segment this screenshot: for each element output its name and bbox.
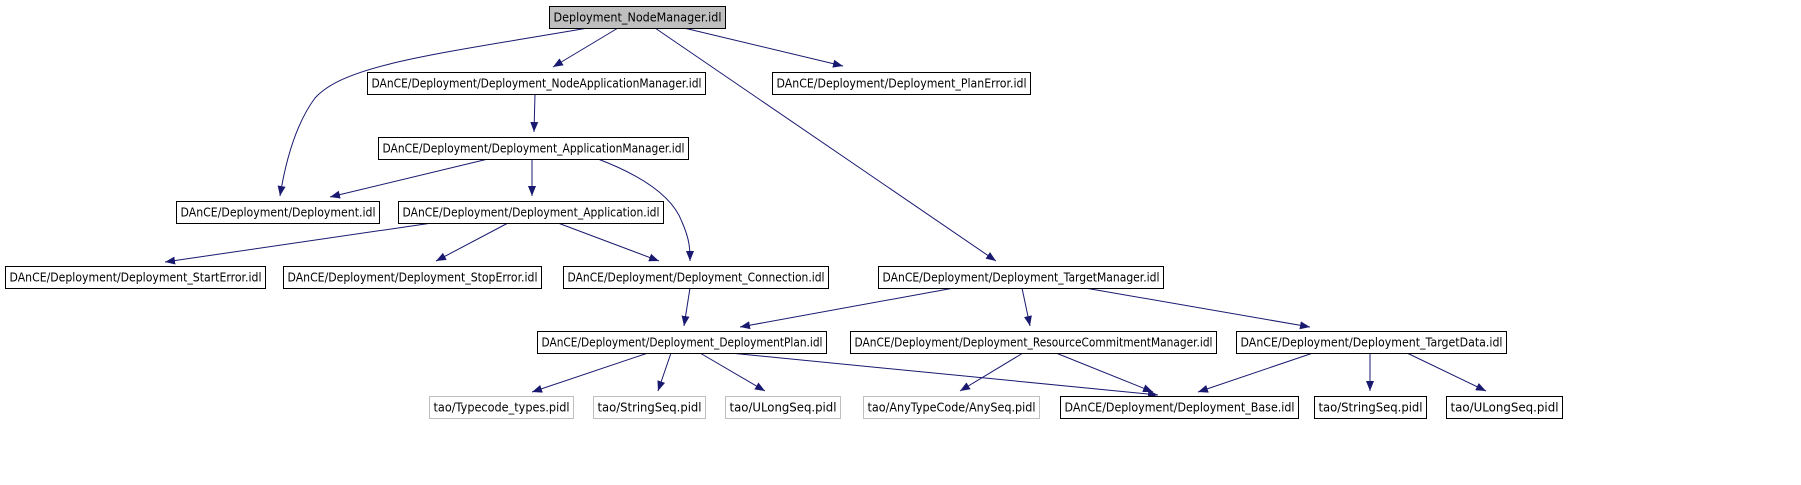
node-n15[interactable]: tao/ULongSeq.pidl <box>725 396 841 419</box>
node-box <box>1314 396 1427 419</box>
node-label: DAnCE/Deployment/Deployment_DeploymentPl… <box>542 336 823 350</box>
edge-n0-n9 <box>654 27 997 262</box>
node-label: DAnCE/Deployment/Deployment_TargetManage… <box>883 271 1160 285</box>
edge-n12-n17 <box>1197 352 1314 393</box>
node-n1[interactable]: DAnCE/Deployment/Deployment_NodeApplicat… <box>367 72 706 95</box>
node-label: DAnCE/Deployment/Deployment_Base.idl <box>1065 401 1295 415</box>
node-n7[interactable]: DAnCE/Deployment/Deployment_StopError.id… <box>283 266 542 289</box>
edge-n5-n8 <box>557 222 660 262</box>
node-box <box>563 266 829 289</box>
node-box <box>176 201 380 224</box>
edge-n8-n10 <box>681 287 691 327</box>
edge-n0-n4 <box>277 27 589 197</box>
node-box <box>5 266 266 289</box>
edge-n9-n11 <box>1021 287 1032 327</box>
edge-n12-n19 <box>1406 352 1487 392</box>
node-n9[interactable]: DAnCE/Deployment/Deployment_TargetManage… <box>878 266 1164 289</box>
node-box <box>378 137 689 160</box>
node-n5[interactable]: DAnCE/Deployment/Deployment_Application.… <box>398 201 664 224</box>
edge-n10-n15 <box>699 352 766 392</box>
node-label: tao/AnyTypeCode/AnySeq.pidl <box>868 401 1036 415</box>
node-box <box>772 72 1031 95</box>
edge-n5-n6 <box>164 222 433 265</box>
node-n12[interactable]: DAnCE/Deployment/Deployment_TargetData.i… <box>1236 331 1507 354</box>
node-box <box>549 6 726 29</box>
node-box <box>593 396 706 419</box>
node-label: DAnCE/Deployment/Deployment_ApplicationM… <box>383 142 685 156</box>
edge-n0-n2 <box>683 27 844 68</box>
node-label: DAnCE/Deployment/Deployment_StopError.id… <box>288 271 538 285</box>
edge-n11-n17 <box>1055 352 1154 393</box>
node-box <box>398 201 664 224</box>
node-box <box>850 331 1217 354</box>
node-label: tao/Typecode_types.pidl <box>434 401 570 415</box>
node-n2[interactable]: DAnCE/Deployment/Deployment_PlanError.id… <box>772 72 1031 95</box>
node-box <box>878 266 1164 289</box>
edge-n11-n16 <box>959 352 1024 392</box>
node-label: DAnCE/Deployment/Deployment_NodeApplicat… <box>372 77 702 91</box>
node-label: DAnCE/Deployment/Deployment_PlanError.id… <box>777 77 1027 91</box>
node-label: DAnCE/Deployment/Deployment_Application.… <box>403 206 660 220</box>
node-box <box>429 396 574 419</box>
node-label: DAnCE/Deployment/Deployment_ResourceComm… <box>855 336 1213 350</box>
node-n6[interactable]: DAnCE/Deployment/Deployment_StartError.i… <box>5 266 266 289</box>
node-box <box>1236 331 1507 354</box>
node-label: tao/ULongSeq.pidl <box>730 401 837 415</box>
node-box <box>537 331 827 354</box>
node-n0[interactable]: Deployment_NodeManager.idl <box>549 6 726 29</box>
node-box <box>1446 396 1563 419</box>
node-box <box>367 72 706 95</box>
edge-n5-n7 <box>435 222 509 262</box>
edge-n10-n17 <box>729 352 1159 399</box>
edge-n9-n12 <box>1084 287 1311 330</box>
edge-n3-n4 <box>329 158 489 199</box>
node-n17[interactable]: DAnCE/Deployment/Deployment_Base.idl <box>1060 396 1299 419</box>
node-label: tao/StringSeq.pidl <box>1319 401 1423 415</box>
node-n3[interactable]: DAnCE/Deployment/Deployment_ApplicationM… <box>378 137 689 160</box>
node-label: tao/ULongSeq.pidl <box>1451 401 1559 415</box>
node-label: DAnCE/Deployment/Deployment_StartError.i… <box>10 271 262 285</box>
edges <box>164 27 1487 399</box>
node-label: tao/StringSeq.pidl <box>598 401 702 415</box>
node-label: Deployment_NodeManager.idl <box>554 11 722 25</box>
edge-n0-n1 <box>552 27 619 68</box>
node-label: DAnCE/Deployment/Deployment_TargetData.i… <box>1241 336 1503 350</box>
node-n8[interactable]: DAnCE/Deployment/Deployment_Connection.i… <box>563 266 829 289</box>
edge-n9-n10 <box>739 287 955 330</box>
node-box <box>1060 396 1299 419</box>
node-n11[interactable]: DAnCE/Deployment/Deployment_ResourceComm… <box>850 331 1217 354</box>
node-n4[interactable]: DAnCE/Deployment/Deployment.idl <box>176 201 380 224</box>
node-label: DAnCE/Deployment/Deployment_Connection.i… <box>568 271 825 285</box>
node-n14[interactable]: tao/StringSeq.pidl <box>593 396 706 419</box>
edge-n1-n3 <box>530 93 539 133</box>
node-n13[interactable]: tao/Typecode_types.pidl <box>429 396 574 419</box>
edge-n10-n14 <box>657 352 672 392</box>
edge-n10-n13 <box>531 352 649 393</box>
node-n16[interactable]: tao/AnyTypeCode/AnySeq.pidl <box>863 396 1040 419</box>
node-box <box>283 266 542 289</box>
node-n10[interactable]: DAnCE/Deployment/Deployment_DeploymentPl… <box>537 331 827 354</box>
node-box <box>725 396 841 419</box>
node-label: DAnCE/Deployment/Deployment.idl <box>181 206 376 220</box>
edge-n3-n8 <box>597 158 694 262</box>
node-n19[interactable]: tao/ULongSeq.pidl <box>1446 396 1563 419</box>
node-box <box>863 396 1040 419</box>
node-n18[interactable]: tao/StringSeq.pidl <box>1314 396 1427 419</box>
nodes: Deployment_NodeManager.idlDAnCE/Deployme… <box>5 6 1563 419</box>
